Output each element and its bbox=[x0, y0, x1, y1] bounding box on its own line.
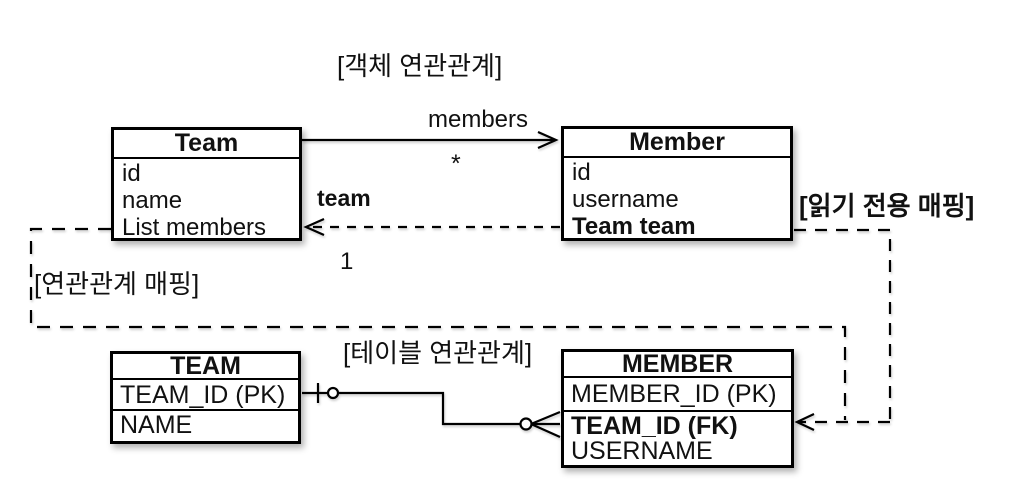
relation-mapping-label: [연관관계 매핑] bbox=[34, 269, 200, 299]
member-table-name: MEMBER bbox=[564, 352, 791, 378]
member-field-username: username bbox=[572, 186, 679, 213]
member-column-username: USERNAME bbox=[571, 437, 713, 465]
team-field-members: List members bbox=[122, 214, 267, 241]
team-column-team-id: TEAM_ID (PK) bbox=[113, 380, 298, 411]
table-relation-title: [테이블 연관관계] bbox=[343, 338, 533, 368]
team-class-fields: id name List members bbox=[114, 159, 299, 241]
team-table-box: TEAM TEAM_ID (PK) NAME bbox=[110, 351, 301, 444]
team-class-name: Team bbox=[114, 130, 299, 159]
members-cardinality-label: * bbox=[451, 150, 461, 178]
member-field-id: id bbox=[572, 159, 591, 186]
team-table-name: TEAM bbox=[113, 354, 298, 380]
members-role-label: members bbox=[428, 106, 529, 133]
team-field-id: id bbox=[122, 160, 141, 187]
member-column-member-id: MEMBER_ID (PK) bbox=[564, 378, 791, 412]
object-relation-title: [객체 연관관계] bbox=[337, 51, 503, 81]
team-cardinality-label: 1 bbox=[340, 248, 354, 275]
team-class-box: Team id name List members bbox=[111, 127, 302, 241]
member-class-fields: id username Team team bbox=[564, 158, 790, 240]
crows-foot-prong-top-icon bbox=[530, 410, 561, 426]
team-column-name: NAME bbox=[120, 411, 193, 439]
member-field-team: Team team bbox=[572, 213, 696, 240]
crows-foot-prong-bottom-icon bbox=[530, 422, 561, 439]
association-mapping-dashed-path bbox=[29, 227, 847, 420]
readonly-mapping-label: [읽기 전용 매핑] bbox=[799, 191, 975, 221]
member-column-team-id: TEAM_ID (FK) bbox=[571, 412, 738, 440]
readonly-mapping-dashed-path bbox=[794, 228, 892, 422]
member-class-name: Member bbox=[564, 129, 790, 158]
member-table-box: MEMBER MEMBER_ID (PK) TEAM_ID (FK) USERN… bbox=[561, 349, 794, 468]
member-class-box: Member id username Team team bbox=[561, 126, 793, 241]
team-role-label: team bbox=[317, 185, 371, 211]
arrowhead-to-team-icon bbox=[303, 217, 325, 237]
table-relation-line bbox=[302, 391, 521, 426]
team-field-name: name bbox=[122, 187, 183, 214]
arrowhead-to-member-icon bbox=[537, 130, 559, 150]
arrowhead-to-member-table-icon bbox=[794, 413, 815, 431]
cardinality-zero-circle-member-icon bbox=[519, 417, 533, 431]
cardinality-zero-circle-team-icon bbox=[326, 386, 340, 400]
